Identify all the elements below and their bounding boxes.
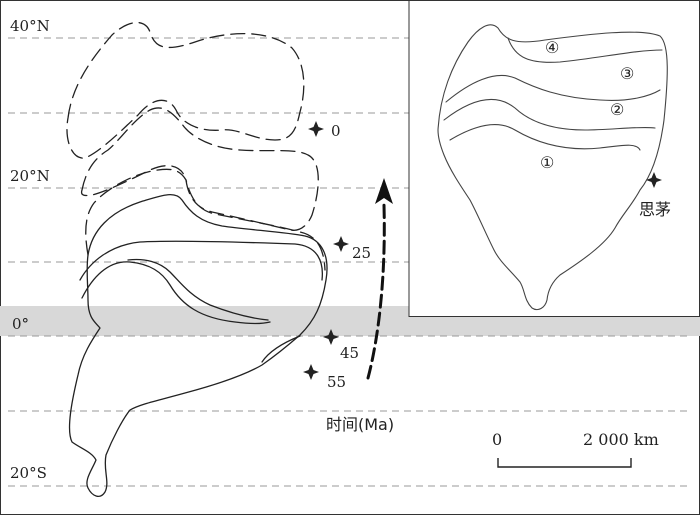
star-icon-simao bbox=[646, 172, 662, 188]
inset-zone-label-2: ② bbox=[610, 100, 624, 119]
time-axis-label: 时间(Ma) bbox=[326, 415, 394, 434]
solid-landmass bbox=[68, 194, 328, 498]
dashed-landmass-middle bbox=[80, 107, 319, 231]
lat-label-40n: 40°N bbox=[10, 17, 50, 35]
inset-boundary-3 bbox=[507, 37, 663, 63]
scale-zero-label: 0 bbox=[492, 430, 502, 449]
lat-label-20n: 20°N bbox=[10, 167, 50, 185]
lat-label-20s: 20°S bbox=[10, 464, 47, 482]
inset-zone-label-4: ④ bbox=[545, 38, 559, 57]
inset-zone-label-3: ③ bbox=[620, 64, 634, 83]
solid-inner-line-b bbox=[81, 261, 271, 325]
inset-boundary-4 bbox=[449, 124, 641, 151]
inset-zone-label-1: ① bbox=[540, 153, 554, 172]
inset-place-label: 思茅 bbox=[639, 200, 671, 219]
inset-boundary-2 bbox=[445, 74, 661, 103]
position-label-25: 25 bbox=[352, 244, 371, 262]
star-icon-45 bbox=[323, 329, 339, 345]
solid-inner-line-c bbox=[127, 258, 269, 321]
dashed-landmass-top bbox=[66, 21, 305, 159]
position-label-45: 45 bbox=[340, 344, 359, 362]
inset-landmass-outline bbox=[437, 24, 668, 311]
star-icon-25 bbox=[333, 236, 349, 252]
solid-inner-line-a bbox=[79, 240, 324, 281]
dashed-landmass-lower-edge bbox=[85, 168, 326, 271]
position-label-55: 55 bbox=[327, 373, 346, 391]
scale-bar bbox=[497, 458, 632, 468]
position-label-0: 0 bbox=[331, 122, 341, 140]
star-icon-0 bbox=[308, 121, 324, 137]
arrow-up-icon bbox=[366, 178, 393, 380]
scale-distance-label: 2 000 km bbox=[583, 430, 659, 449]
inset-panel: ④ ③ ② ① 思茅 bbox=[408, 0, 700, 317]
inset-frame bbox=[408, 0, 700, 317]
lat-label-0: 0° bbox=[12, 315, 29, 333]
solid-inner-notch bbox=[261, 335, 301, 363]
inset-boundary-1 bbox=[443, 99, 656, 131]
star-icon-55 bbox=[303, 364, 319, 380]
